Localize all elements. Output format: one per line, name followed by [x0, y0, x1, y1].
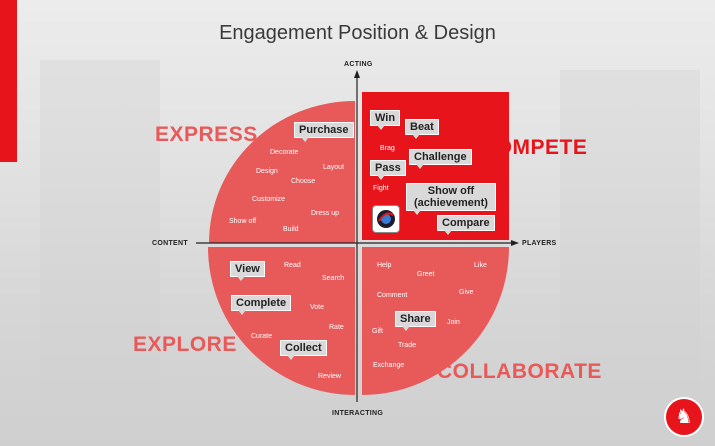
collaborate-title: COLLABORATE — [437, 360, 602, 383]
word-curate: Curate — [251, 333, 273, 340]
word-exchange: Exchange — [373, 362, 405, 369]
arrow-up-icon — [354, 70, 360, 78]
word-rate: Rate — [329, 324, 344, 331]
word-customize: Customize — [252, 196, 286, 203]
word-search: Search — [322, 275, 345, 282]
word-dress-up: Dress up — [311, 210, 340, 217]
tag-pass: Pass — [370, 160, 406, 180]
express-title: EXPRESS — [155, 123, 258, 146]
word-layout: Layout — [323, 164, 345, 171]
app-badge-icon — [372, 205, 400, 233]
word-gift: Gift — [372, 328, 383, 335]
tag-beat: Beat — [405, 119, 439, 139]
word-decorate: Decorate — [270, 149, 299, 156]
compete-title: COMPETE — [480, 136, 588, 159]
word-fight: Fight — [373, 185, 389, 192]
word-greet: Greet — [417, 271, 435, 278]
word-review: Review — [318, 373, 341, 380]
tag-purchase: Purchase — [294, 122, 354, 142]
axis-label-left: CONTENT — [152, 240, 188, 247]
arrow-right-icon — [511, 240, 519, 246]
word-show-off: Show off — [229, 218, 257, 225]
word-trade: Trade — [398, 342, 417, 349]
tag-compare: Compare — [437, 215, 495, 235]
tag-share: Share — [395, 311, 436, 331]
axis-label-top: ACTING — [344, 61, 373, 68]
word-comment: Comment — [377, 292, 408, 299]
word-choose: Choose — [291, 178, 316, 185]
axis-label-right: PLAYERS — [522, 240, 557, 247]
word-help: Help — [377, 262, 392, 269]
background-building — [40, 60, 160, 440]
word-read: Read — [284, 262, 301, 269]
axis-label-bottom: INTERACTING — [332, 410, 384, 417]
word-like: Like — [474, 262, 487, 269]
horse-logo-icon: ♞ — [664, 397, 704, 437]
word-join: Join — [447, 319, 460, 326]
word-design: Design — [256, 168, 278, 175]
explore-quadrant — [208, 247, 355, 395]
word-brag: Brag — [380, 145, 395, 152]
word-vote: Vote — [310, 304, 325, 311]
word-give: Give — [459, 289, 474, 296]
explore-title: EXPLORE — [133, 333, 237, 356]
tag-win: Win — [370, 110, 401, 130]
tag-show-off-achievement: Show off (achievement) — [406, 183, 496, 215]
tag-complete: Complete — [231, 295, 292, 315]
tag-view: View — [230, 261, 265, 281]
slide-title: Engagement Position & Design — [219, 22, 496, 44]
tag-challenge: Challenge — [409, 149, 472, 169]
accent-bar — [0, 0, 17, 162]
word-build: Build — [283, 226, 299, 233]
tag-collect: Collect — [280, 340, 327, 360]
background-building — [560, 70, 700, 440]
